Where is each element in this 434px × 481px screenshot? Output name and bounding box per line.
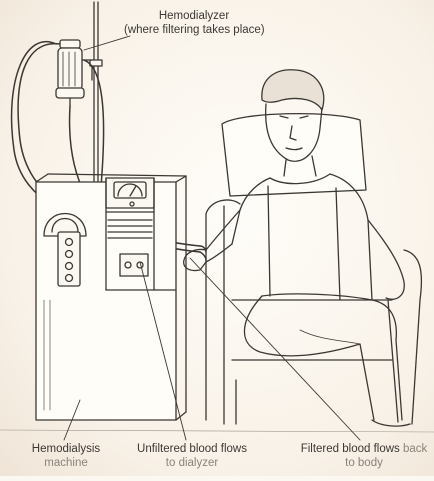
floor-line bbox=[0, 430, 434, 432]
machine-label-line1: Hemodialysis bbox=[32, 443, 100, 455]
filtered-label-line1-dark: Filtered blood flows bbox=[301, 443, 400, 455]
hemodialyzer-label: Hemodialyzer (where filtering takes plac… bbox=[124, 9, 264, 37]
unfiltered-label-line2: to dialyzer bbox=[132, 456, 252, 470]
hemodialyzer-label-title: Hemodialyzer bbox=[159, 10, 229, 22]
hemodialyzer-leader-line bbox=[84, 36, 130, 50]
unfiltered-label: Unfiltered blood flows to dialyzer bbox=[132, 442, 252, 470]
filtered-label-line1: Filtered blood flows back bbox=[301, 443, 428, 455]
hemodialyzer-label-note: (where filtering takes place) bbox=[124, 23, 264, 37]
filtered-label: Filtered blood flows back to body bbox=[294, 442, 434, 470]
unfiltered-label-line1: Unfiltered blood flows bbox=[137, 443, 247, 455]
arm-tubes bbox=[200, 246, 206, 260]
filtered-label-line1-light: back bbox=[403, 443, 427, 455]
filtered-leader-line bbox=[190, 258, 360, 440]
armchair bbox=[206, 114, 421, 424]
iv-pole bbox=[90, 2, 102, 186]
dialysis-machine bbox=[36, 174, 186, 420]
filtered-label-line2: to body bbox=[294, 456, 434, 470]
machine-label-line2: machine bbox=[26, 456, 106, 470]
hemodialyzer-cartridge bbox=[56, 40, 92, 106]
machine-label: Hemodialysis machine bbox=[26, 442, 106, 470]
